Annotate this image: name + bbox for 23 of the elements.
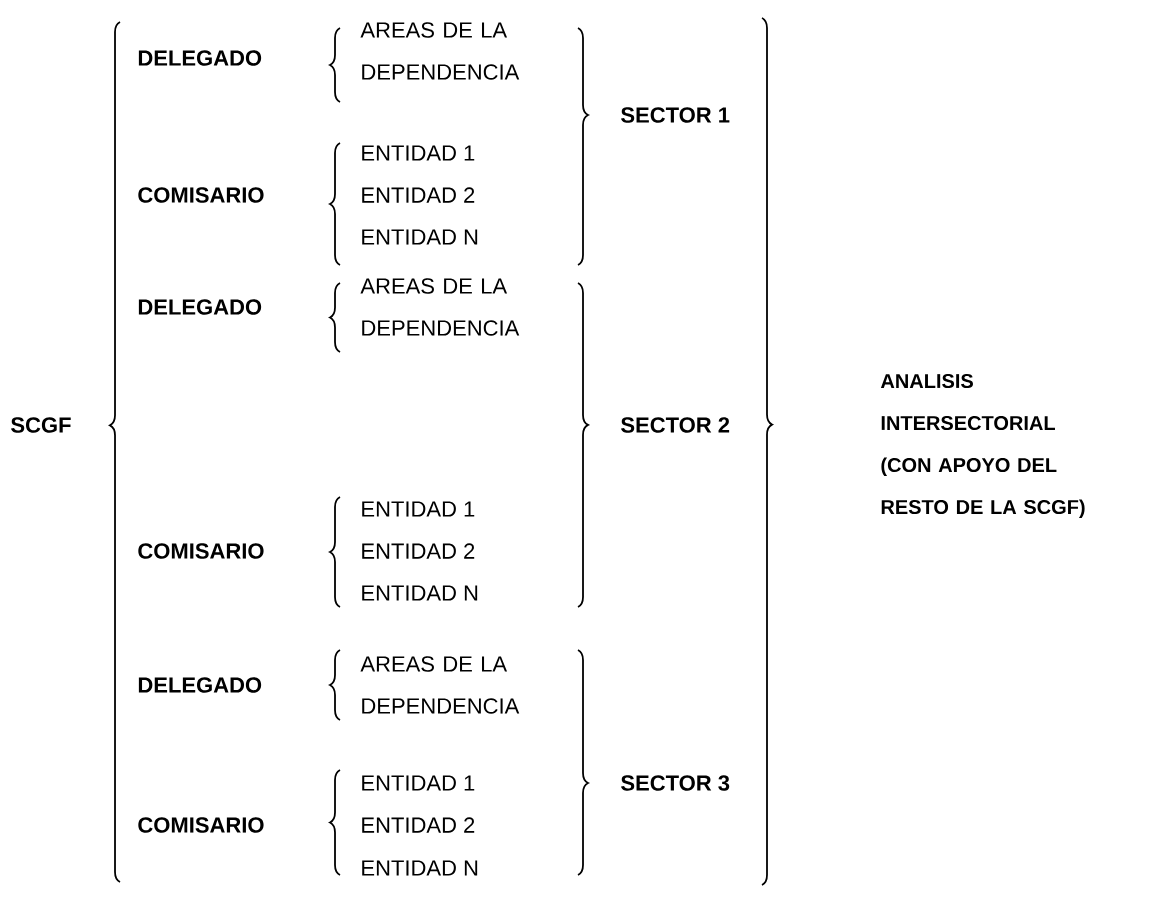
role-label: COMISARIO <box>138 817 264 833</box>
entity-label: ENTIDAD N <box>362 860 478 876</box>
area-label: AREAS DE LA DEPENDENCIA <box>360 22 520 80</box>
analysis-note: ANALISIS INTERSECTORIAL (CON APOYO DEL RESTO DE LA SCGF) <box>880 373 1085 519</box>
sector-label: SECTOR 2 <box>621 417 730 433</box>
role-label: COMISARIO <box>138 543 264 559</box>
entity-label: ENTIDAD 2 <box>362 187 475 203</box>
area-label: AREAS DE LA DEPENDENCIA <box>360 656 520 714</box>
sector-label: SECTOR 1 <box>621 107 730 123</box>
role-label: DELEGADO <box>138 299 262 315</box>
area-label: AREAS DE LA DEPENDENCIA <box>360 278 520 336</box>
entity-label: ENTIDAD N <box>362 585 478 601</box>
role-label: DELEGADO <box>138 677 262 693</box>
entity-label: ENTIDAD 2 <box>362 543 475 559</box>
entity-label: ENTIDAD N <box>362 229 478 245</box>
scgf-label: SCGF <box>11 417 71 433</box>
entity-label: ENTIDAD 1 <box>362 501 475 517</box>
entity-label: ENTIDAD 1 <box>362 145 475 161</box>
sector-label: SECTOR 3 <box>621 775 730 791</box>
entity-label: ENTIDAD 1 <box>362 775 475 791</box>
role-label: DELEGADO <box>138 50 262 66</box>
role-label: COMISARIO <box>138 187 264 203</box>
entity-label: ENTIDAD 2 <box>362 817 475 833</box>
